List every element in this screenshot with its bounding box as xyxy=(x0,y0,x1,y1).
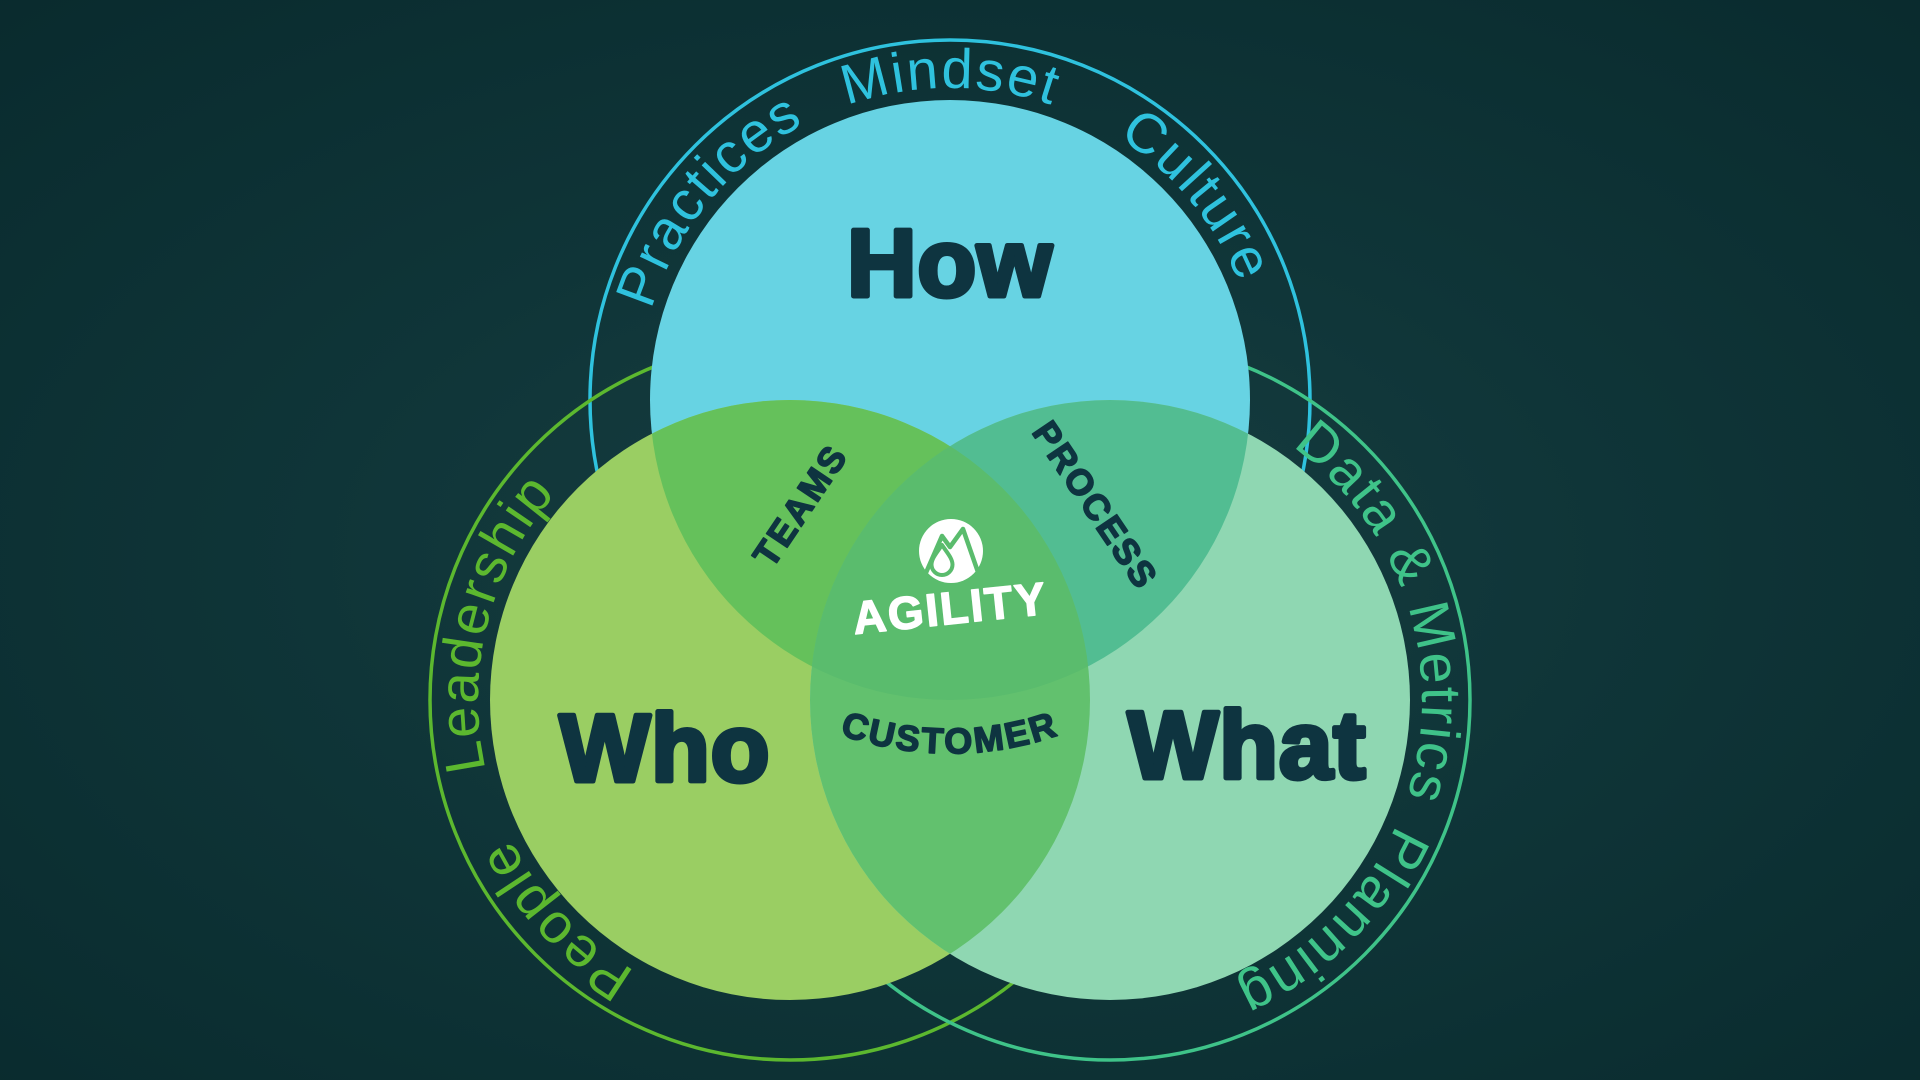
what-label: What xyxy=(1128,692,1367,799)
logo-circle xyxy=(919,519,983,583)
how-label: How xyxy=(847,210,1053,317)
mountain-icon xyxy=(922,526,982,578)
who-label: Who xyxy=(560,695,771,802)
agility-wordmark: AGILITY xyxy=(850,572,1050,644)
droplet-icon xyxy=(929,543,955,577)
agility-logo xyxy=(919,519,983,583)
